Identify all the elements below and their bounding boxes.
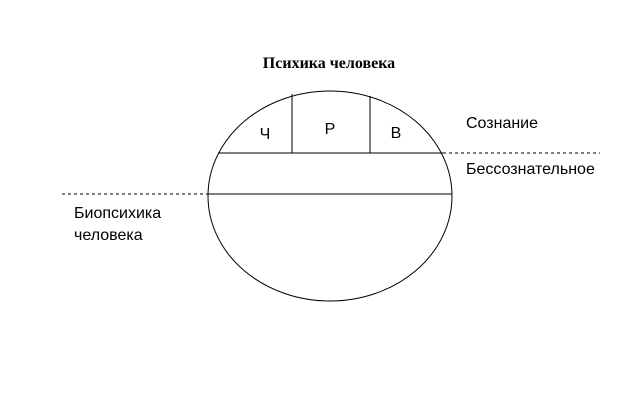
cell-letter-right: В [391,125,402,142]
psyche-ellipse [207,90,453,302]
cell-letter-left: Ч [260,126,271,143]
diagram-title: Психика человека [263,55,395,72]
cell-letter-middle: Р [325,121,336,138]
label-biopsyche-line2: человека [74,227,143,244]
label-biopsyche-line1: Биопсихика [74,205,161,222]
label-consciousness: Сознание [466,115,538,132]
label-unconscious: Бессознательное [466,161,595,178]
